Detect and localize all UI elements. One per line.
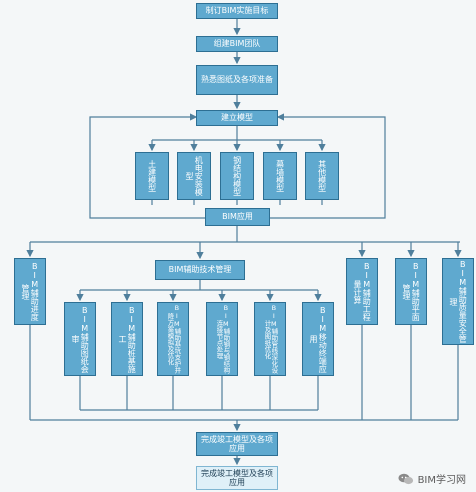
branch-quality-safety-management: BIM辅助质量安全管理	[442, 258, 474, 345]
branch-schedule-management: BIM辅助进度管理	[14, 258, 46, 325]
model-steel-structure: 钢结构模型	[220, 152, 254, 200]
branch-technical-management: BIM辅助技术管理	[155, 260, 245, 280]
step-bim-application: BIM应用	[205, 208, 270, 226]
model-other: 其他模型	[305, 152, 339, 200]
tech-excavation-support-simulation: BIM辅助基坑支护井降方案模拟及优化	[157, 302, 189, 376]
branch-site-layout-management: BIM辅助平面管理	[395, 258, 427, 325]
tech-pipeline-deepening-design: BIM辅助管线深化设计及图纸优化	[254, 302, 286, 376]
tech-steel-joint-processing: BIM辅助钢与钢结构连接节点处理	[206, 302, 238, 376]
step-build-bim-team: 组建BIM团队	[196, 36, 278, 52]
step-complete-as-built-model: 完成竣工模型及各项应用	[196, 432, 278, 456]
tech-drawing-review: BIM辅助图纸会审	[64, 302, 96, 376]
watermark: BIM学习网	[398, 471, 466, 486]
step-build-model: 建立模型	[196, 110, 278, 126]
step-familiarize-drawings: 熟悉图纸及各项准备	[196, 65, 278, 95]
model-civil: 土建模型	[135, 152, 169, 200]
step-set-bim-goals: 制订BIM实施目标	[196, 3, 278, 19]
tech-mobile-terminal: BIM移动终端应用	[302, 302, 334, 376]
watermark-text: BIM学习网	[417, 475, 466, 486]
tech-pile-construction: BIM辅助桩基施工	[111, 302, 143, 376]
branch-quantity-calculation: BIM辅助工程量计算	[346, 258, 378, 325]
wechat-icon	[398, 473, 413, 484]
step-complete-as-built-model-final: 完成竣工模型及各项应用	[196, 466, 278, 490]
model-curtain-wall: 幕墙模型	[263, 152, 297, 200]
model-mep: 机电安装模型	[177, 152, 211, 200]
